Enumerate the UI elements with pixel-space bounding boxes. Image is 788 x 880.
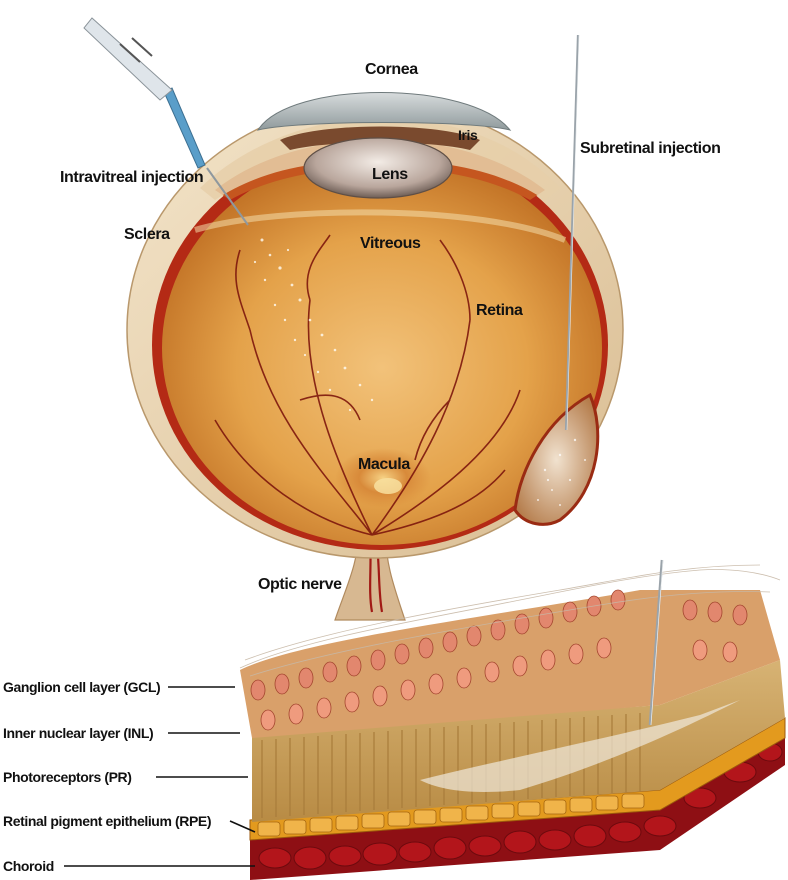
pr-label: Photoreceptors (PR) [3, 770, 132, 784]
vitreous-label: Vitreous [360, 236, 421, 252]
choroid-label: Choroid [3, 859, 54, 873]
retina-label: Retina [476, 303, 523, 319]
iris-label: Iris [458, 128, 477, 142]
gcl-label: Ganglion cell layer (GCL) [3, 680, 160, 694]
fovea [374, 478, 402, 494]
subretinal-injection-label: Subretinal injection [580, 141, 720, 157]
cornea-label: Cornea [365, 62, 418, 78]
optic-nerve-label: Optic nerve [258, 577, 342, 593]
macula-label: Macula [358, 457, 410, 473]
retina-cross-section [240, 560, 785, 880]
rpe-label: Retinal pigment epithelium (RPE) [3, 814, 211, 828]
sclera-label: Sclera [124, 227, 170, 243]
lens-label: Lens [372, 167, 408, 183]
intravitreal-injection-label: Intravitreal injection [60, 170, 203, 186]
inl-label: Inner nuclear layer (INL) [3, 726, 153, 740]
